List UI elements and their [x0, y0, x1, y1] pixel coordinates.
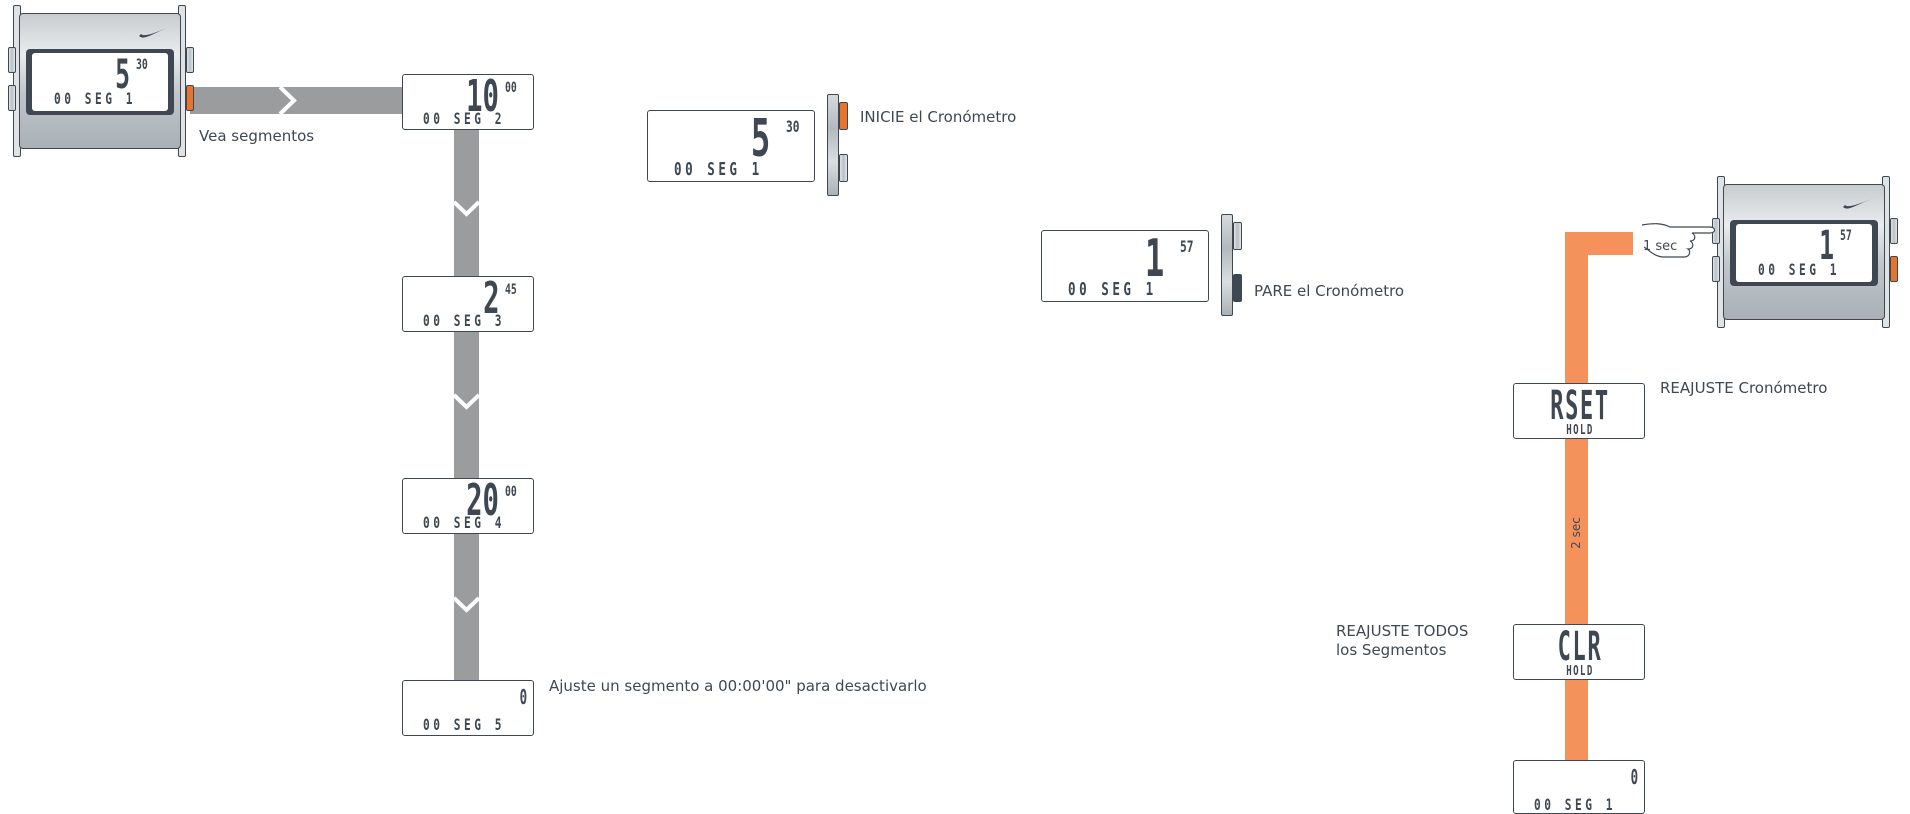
- display-seg-5: 0 00 SEG 5: [402, 680, 534, 736]
- watch-lcd: 1 57 00 SEG 1: [1736, 224, 1872, 282]
- lcd-segment-text: 00 SEG 2: [423, 109, 505, 128]
- lcd-main-digits: 5: [115, 52, 130, 98]
- lcd-sub-digits: 00: [505, 484, 517, 500]
- display-seg-4: 20 00 00 SEG 4: [402, 478, 534, 534]
- watch-edge-stop: [1221, 214, 1242, 316]
- display-seg-3: 2 45 00 SEG 3: [402, 276, 534, 332]
- lcd-segment-text: 00 SEG 1: [1068, 279, 1157, 300]
- orange-reset-path: [1565, 232, 1633, 762]
- gray-arrow-vertical: [452, 129, 481, 680]
- lcd-hold: HOLD: [1566, 664, 1594, 679]
- label-disable-segment: Ajuste un segmento a 00:00'00" para desa…: [549, 677, 927, 695]
- display-stop: 1 57 00 SEG 1: [1041, 230, 1209, 302]
- label-reset-chrono: REAJUSTE Cronómetro: [1660, 379, 1828, 397]
- display-start: 5 30 00 SEG 1: [647, 110, 815, 182]
- lcd-main-digits: 20: [466, 475, 499, 526]
- label-reset-all-2: los Segmentos: [1336, 641, 1447, 659]
- pointing-hand-icon: [1641, 223, 1716, 258]
- lcd-sub-digits: 45: [505, 282, 517, 298]
- watch-button-lower-right[interactable]: [186, 85, 194, 111]
- lcd-main-digits: 0: [1630, 765, 1638, 789]
- lcd-sub-digits: 57: [1180, 237, 1194, 256]
- gray-arrow-horizontal: [190, 85, 402, 116]
- lcd-sub-digits: 30: [786, 117, 800, 136]
- watch-lcd: 5 30 00 SEG 1: [32, 53, 168, 111]
- label-reset-all-1: REAJUSTE TODOS: [1336, 622, 1469, 640]
- display-final: 0 00 SEG 1: [1513, 760, 1645, 814]
- watch-button-lower-right[interactable]: [1890, 256, 1898, 282]
- display-seg-2: 10 00 00 SEG 2: [402, 74, 534, 130]
- watch-button-upper-right[interactable]: [186, 47, 194, 73]
- lcd-main-digits: 10: [466, 71, 499, 122]
- start-button[interactable]: [839, 102, 848, 130]
- label-start-chrono: INICIE el Cronómetro: [860, 108, 1017, 126]
- swoosh-icon: [1843, 199, 1871, 209]
- lcd-segment-text: 00 SEG 5: [423, 715, 505, 734]
- lcd-word: RSET: [1550, 383, 1610, 429]
- lcd-segment-text: 00 SEG 1: [1534, 795, 1616, 814]
- watch-button-upper-left[interactable]: [8, 47, 16, 73]
- display-clr: CLR HOLD: [1513, 624, 1645, 680]
- lcd-main-digits: 0: [519, 685, 527, 709]
- lower-button[interactable]: [839, 154, 848, 182]
- label-stop-chrono: PARE el Cronómetro: [1254, 282, 1405, 300]
- lcd-segment-text: 00 SEG 4: [423, 513, 505, 532]
- watch-right: 1 57 00 SEG 1: [1712, 176, 1898, 328]
- watch-edge-start: [827, 94, 848, 196]
- lcd-main-digits: 2: [482, 273, 499, 324]
- label-one-sec: 1 sec: [1643, 239, 1678, 254]
- lcd-main-digits: 1: [1819, 223, 1834, 269]
- swoosh-icon: [139, 28, 167, 38]
- label-view-segments: Vea segmentos: [199, 127, 315, 145]
- watch-left: 5 30 00 SEG 1: [8, 5, 194, 157]
- lcd-segment-text: 00 SEG 1: [674, 159, 763, 180]
- case-edge: [827, 94, 839, 196]
- display-rset: RSET HOLD: [1513, 383, 1645, 439]
- lcd-segment-text: 00 SEG 3: [423, 311, 505, 330]
- lcd-word: CLR: [1557, 624, 1603, 670]
- watch-button-upper-right[interactable]: [1890, 218, 1898, 244]
- case-edge: [1221, 214, 1233, 316]
- lcd-hold: HOLD: [1566, 423, 1594, 438]
- watch-button-lower-left[interactable]: [8, 85, 16, 111]
- lcd-sub-digits: 30: [136, 57, 148, 73]
- watch-button-lower-left[interactable]: [1712, 256, 1720, 282]
- lcd-main-digits: 1: [1144, 229, 1164, 289]
- lcd-segment-text: 00 SEG 1: [54, 89, 136, 108]
- lcd-segment-text: 00 SEG 1: [1758, 260, 1840, 279]
- label-two-sec: 2 sec: [1569, 517, 1583, 549]
- lcd-main-digits: 5: [750, 109, 770, 169]
- lcd-sub-digits: 57: [1840, 228, 1852, 244]
- stop-button[interactable]: [1233, 274, 1242, 302]
- upper-button[interactable]: [1233, 222, 1242, 250]
- lcd-sub-digits: 00: [505, 80, 517, 96]
